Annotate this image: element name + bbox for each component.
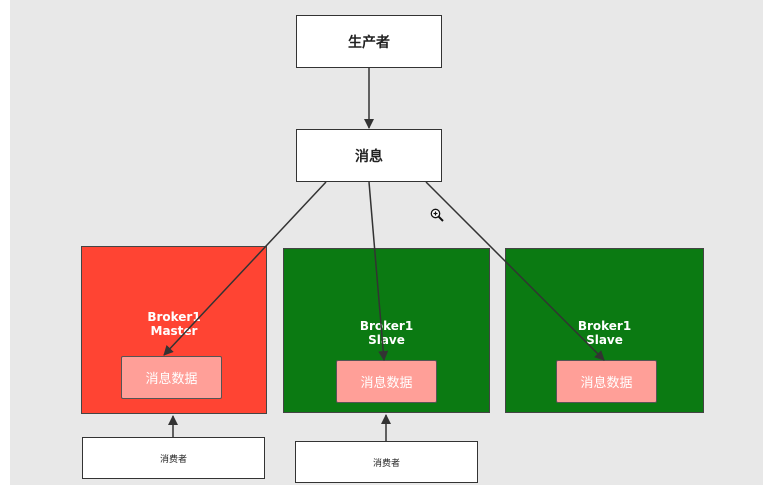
- message-box[interactable]: 消息: [296, 129, 442, 182]
- broker-slave-1-data[interactable]: 消息数据: [336, 360, 437, 403]
- consumer-label-2: 消费者: [372, 458, 400, 469]
- broker-slave-2-data-label: 消息数据: [580, 376, 633, 391]
- broker-master-name: Broker1: [147, 310, 201, 324]
- broker-slave-2-title: Broker1 Slave: [506, 319, 703, 347]
- broker-slave-1-role: Slave: [368, 333, 405, 347]
- broker-slave-1-data-label: 消息数据: [360, 376, 413, 391]
- broker-master[interactable]: Broker1 Master 消息数据: [81, 246, 267, 414]
- broker-master-data-label: 消息数据: [145, 372, 198, 387]
- zoom-in-icon: [430, 208, 444, 222]
- broker-master-role: Master: [150, 324, 198, 338]
- broker-master-data[interactable]: 消息数据: [121, 356, 222, 399]
- broker-slave-2-role: Slave: [586, 333, 623, 347]
- producer-box[interactable]: 生产者: [296, 15, 442, 68]
- producer-label: 生产者: [348, 34, 390, 51]
- broker-slave-1[interactable]: Broker1 Slave 消息数据: [283, 248, 490, 413]
- consumer-box-2[interactable]: 消费者: [295, 441, 478, 483]
- broker-slave-1-title: Broker1 Slave: [284, 319, 489, 347]
- broker-slave-2-data[interactable]: 消息数据: [556, 360, 657, 403]
- message-label: 消息: [355, 148, 383, 165]
- broker-slave-2[interactable]: Broker1 Slave 消息数据: [505, 248, 704, 413]
- broker-slave-2-name: Broker1: [577, 319, 632, 333]
- broker-master-title: Broker1 Master: [82, 310, 266, 338]
- broker-slave-1-name: Broker1: [359, 319, 414, 333]
- consumer-label-1: 消费者: [159, 454, 187, 465]
- consumer-box-1[interactable]: 消费者: [82, 437, 265, 479]
